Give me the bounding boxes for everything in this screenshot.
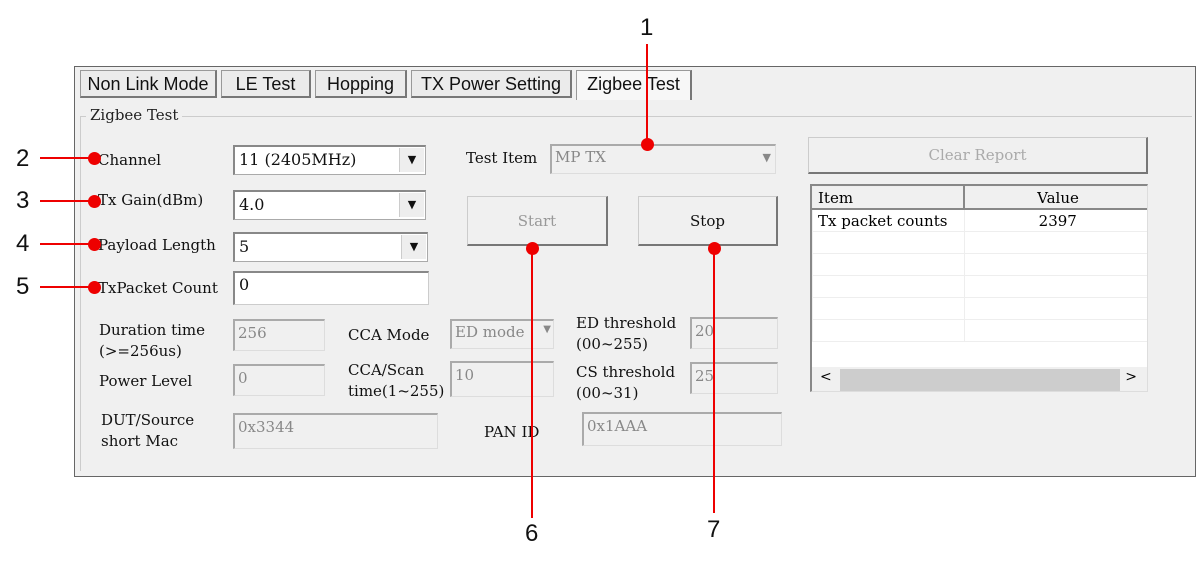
chevron-down-icon: ▼ (401, 235, 426, 259)
callout-6: 6 (525, 520, 539, 547)
start-button[interactable]: Start (467, 196, 608, 246)
callout-7: 7 (707, 516, 721, 543)
callout-line (40, 243, 95, 245)
column-header-value[interactable]: Value (963, 186, 1147, 210)
callout-dot (88, 195, 101, 208)
cca-scan-input[interactable]: 10 (450, 361, 554, 397)
test-item-label: Test Item (466, 149, 538, 167)
power-level-input[interactable]: 0 (233, 364, 325, 396)
clear-report-button[interactable]: Clear Report (808, 137, 1148, 174)
zigbee-group (80, 116, 1192, 471)
cca-mode-label: CCA Mode (348, 326, 430, 344)
callout-line (713, 248, 715, 513)
callout-5: 5 (16, 273, 30, 300)
callout-line (40, 286, 95, 288)
chevron-down-icon: ▼ (399, 193, 424, 217)
column-header-item[interactable]: Item (812, 186, 965, 210)
chevron-down-icon: ▼ (762, 151, 771, 164)
chevron-down-icon: ▼ (543, 324, 551, 335)
payload-value: 5 (239, 237, 250, 256)
tab-zigbee-test[interactable]: Zigbee Test (576, 70, 692, 100)
cca-mode-value: ED mode (455, 323, 525, 341)
dut-mac-input[interactable]: 0x3344 (233, 413, 438, 449)
tx-gain-label: Tx Gain(dBm) (98, 191, 204, 209)
callout-line (40, 200, 95, 202)
callout-line (40, 157, 95, 159)
callout-line (531, 248, 533, 518)
tx-gain-select[interactable]: 4.0 ▼ (233, 190, 426, 220)
cs-threshold-label: CS threshold(00~31) (576, 363, 676, 402)
tab-tx-power-setting[interactable]: TX Power Setting (411, 70, 572, 98)
tx-count-label: TxPacket Count (98, 279, 218, 297)
payload-label: Payload Length (98, 236, 216, 254)
ed-threshold-label: ED threshold(00~255) (576, 314, 677, 353)
stop-button[interactable]: Stop (638, 196, 778, 246)
tab-le-test[interactable]: LE Test (221, 70, 311, 98)
callout-1: 1 (640, 14, 654, 41)
group-title: Zigbee Test (86, 106, 183, 124)
callout-2: 2 (16, 145, 30, 172)
chevron-down-icon: ▼ (399, 148, 424, 172)
tx-gain-value: 4.0 (239, 195, 265, 214)
duration-label: Duration time(>=256us) (99, 321, 206, 360)
channel-label: Channel (98, 151, 162, 169)
cell-item: Tx packet counts (812, 208, 965, 232)
callout-3: 3 (16, 187, 30, 214)
tab-hopping[interactable]: Hopping (315, 70, 407, 98)
callout-dot (88, 281, 101, 294)
scroll-right-icon[interactable]: > (1125, 369, 1137, 385)
cca-mode-select[interactable]: ED mode ▼ (450, 319, 554, 349)
test-item-select[interactable]: MP TX ▼ (550, 144, 776, 174)
callout-dot (88, 152, 101, 165)
pan-id-label: PAN ID (484, 423, 540, 441)
callout-4: 4 (16, 230, 30, 257)
callout-line (646, 44, 648, 144)
ed-threshold-input[interactable]: 20 (690, 317, 778, 349)
duration-input[interactable]: 256 (233, 319, 325, 351)
payload-select[interactable]: 5▼ (233, 232, 428, 262)
channel-select[interactable]: 11 (2405MHz) ▼ (233, 145, 426, 175)
power-level-label: Power Level (99, 372, 193, 390)
channel-value: 11 (2405MHz) (239, 150, 357, 169)
cs-threshold-input[interactable]: 25 (690, 362, 778, 394)
scroll-left-icon[interactable]: < (820, 369, 832, 385)
horizontal-scrollbar[interactable]: < > (812, 367, 1147, 391)
scroll-thumb[interactable] (840, 369, 1120, 391)
tx-count-input[interactable]: 0 (233, 271, 429, 305)
pan-id-input[interactable]: 0x1AAA (582, 412, 782, 446)
callout-dot (641, 138, 654, 151)
cell-value: 2397 (963, 208, 1147, 232)
test-item-value: MP TX (555, 148, 606, 166)
callout-dot (88, 238, 101, 251)
tab-non-link-mode[interactable]: Non Link Mode (80, 70, 217, 98)
